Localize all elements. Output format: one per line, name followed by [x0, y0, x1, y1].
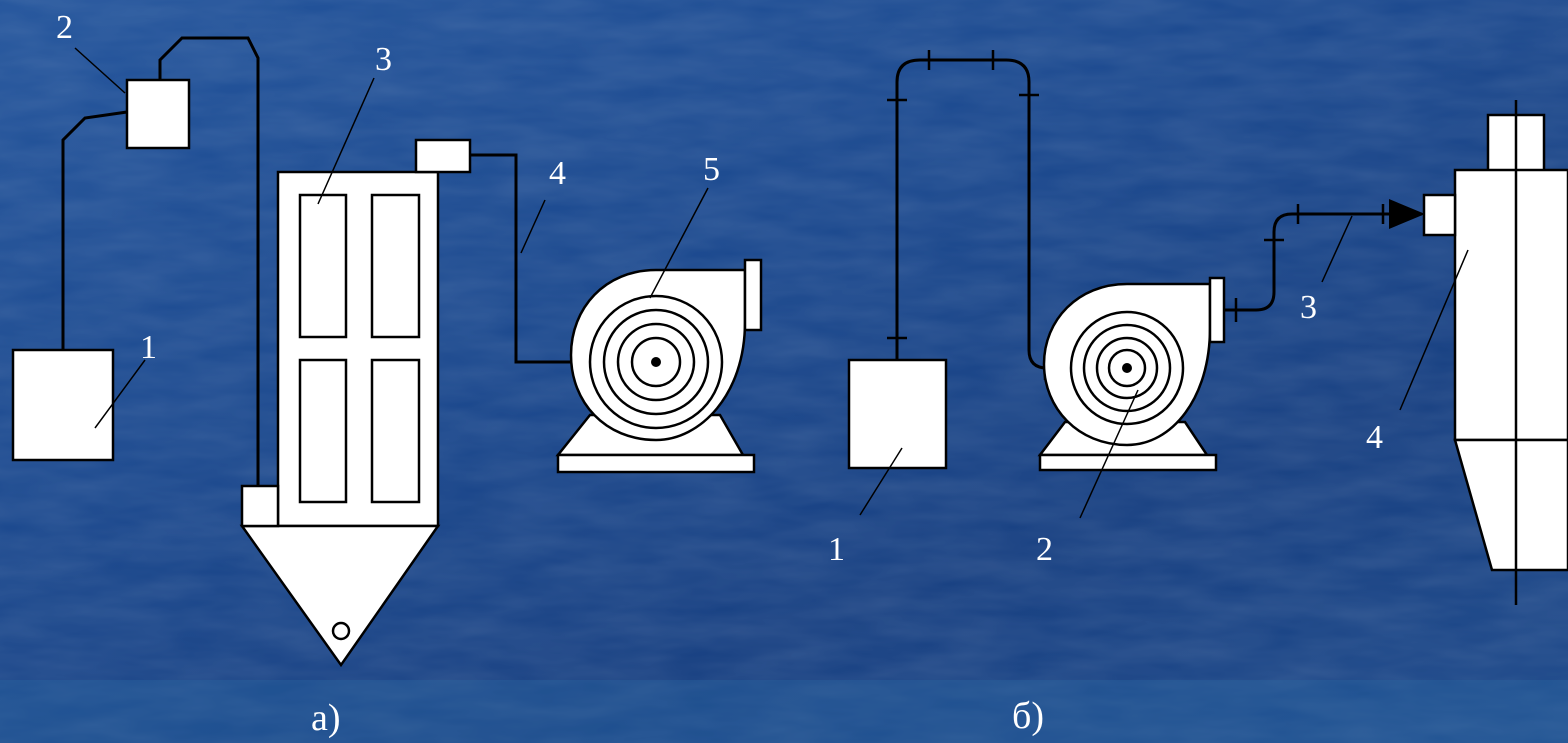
label-a-1: 1	[140, 329, 157, 366]
label-b-4: 4	[1366, 419, 1383, 456]
label-b-1: 1	[828, 531, 845, 568]
label-b-2: 2	[1036, 531, 1053, 568]
equipment-b-4-cyclone	[1422, 100, 1568, 605]
equipment-b-1-receiver	[847, 358, 948, 470]
diagram-b: 1 2 3 4 б)	[828, 50, 1568, 737]
label-a-3: 3	[375, 41, 392, 78]
equipment-1-receiver	[11, 348, 115, 462]
footer-band	[0, 680, 1568, 743]
pipe-1-2	[61, 110, 128, 350]
pipe-2-3	[158, 36, 260, 485]
label-a-4: 4	[549, 155, 566, 192]
diagram-a: 2 3 4 5 1 а)	[11, 9, 763, 739]
equipment-2-box	[125, 78, 191, 150]
label-b-3: 3	[1300, 289, 1317, 326]
label-a-2: 2	[56, 9, 73, 46]
equipment-b-2-fan	[1037, 276, 1226, 472]
pipe-b-2-4	[1224, 199, 1425, 312]
caption-a: а)	[311, 697, 341, 739]
equipment-3-filter	[239, 138, 472, 668]
caption-b: б)	[1012, 695, 1044, 737]
pipe-b-1-2	[895, 58, 1127, 370]
label-a-5: 5	[703, 151, 720, 188]
equipment-5-fan	[555, 258, 763, 474]
